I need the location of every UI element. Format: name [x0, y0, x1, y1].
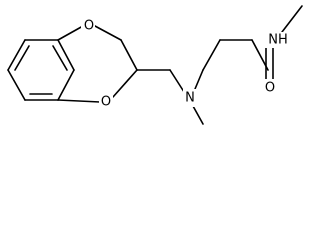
atom-label-amide-nh: NH — [268, 33, 288, 48]
bond — [194, 69, 204, 90]
bond — [112, 69, 138, 98]
bond — [281, 5, 303, 33]
bond — [202, 39, 221, 71]
bond — [120, 39, 138, 71]
atom-labels: O O N O NH — [81, 18, 292, 110]
chemical-structure-diagram: O O N O NH — [7, 5, 303, 125]
bond — [57, 69, 75, 101]
atom-label-oxygen: O — [101, 95, 111, 110]
atom-label-nitrogen: N — [185, 91, 195, 106]
bond — [57, 25, 84, 41]
bond — [57, 39, 75, 71]
benzene-ring — [7, 39, 75, 101]
bond — [57, 99, 101, 103]
double-bond-inner — [14, 45, 30, 71]
side-chain — [136, 5, 303, 125]
bond — [192, 105, 204, 125]
bond — [7, 39, 26, 71]
bond — [7, 69, 26, 101]
atom-label-oxygen: O — [84, 19, 94, 34]
atom-label-carbonyl-oxygen: O — [265, 81, 275, 96]
double-bond-inner — [52, 45, 68, 71]
bond — [94, 25, 122, 41]
dioxane-ring — [57, 25, 138, 103]
